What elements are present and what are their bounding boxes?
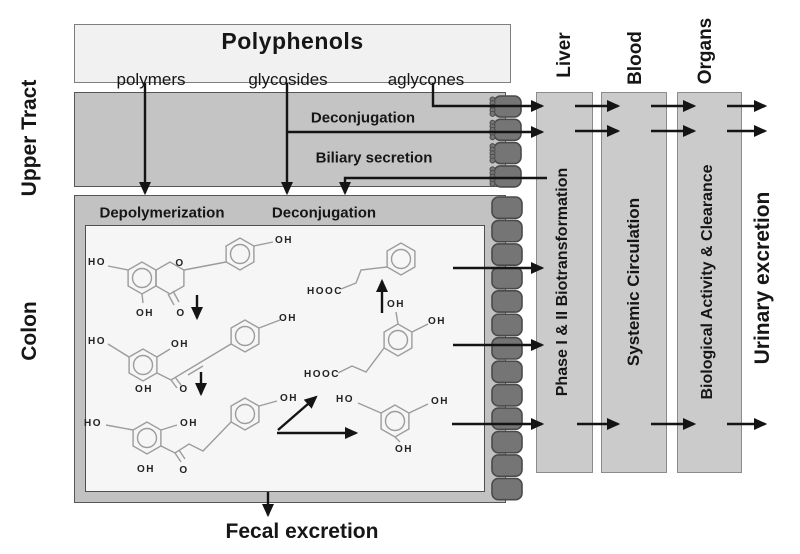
polyphenols-title: Polyphenols — [221, 28, 364, 54]
organs-function-label: Biological Activity & Clearance — [699, 164, 716, 400]
aglycones-label: aglycones — [387, 70, 465, 89]
organs-column — [677, 92, 742, 473]
upper-deconjugation-label: Deconjugation — [310, 109, 416, 127]
liver-column — [536, 92, 593, 473]
fecal-excretion-label: Fecal excretion — [225, 520, 379, 543]
polymers-label: polymers — [116, 70, 186, 89]
upper-tract-compartment — [74, 92, 506, 187]
organs-header-label: Organs — [695, 17, 716, 85]
colon-region-label: Colon — [18, 301, 41, 361]
blood-function-label: Systemic Circulation — [624, 197, 643, 367]
urinary-excretion-label: Urinary excretion — [751, 191, 774, 365]
glycosides-label: glycosides — [248, 70, 328, 89]
polyphenols-source-box: Polyphenols polymers glycosides aglycone… — [74, 24, 511, 89]
liver-header-label: Liver — [554, 32, 575, 78]
depolymerization-label: Depolymerization — [99, 204, 225, 222]
colon-microbial-metabolism-box — [85, 225, 485, 492]
upper-tract-region-label: Upper Tract — [18, 79, 41, 197]
colon-deconjugation-label: Deconjugation — [271, 204, 377, 222]
blood-header-label: Blood — [625, 31, 646, 85]
biliary-secretion-label: Biliary secretion — [315, 149, 433, 167]
blood-column — [601, 92, 667, 473]
liver-function-label: Phase I & II Biotransformation — [554, 167, 571, 397]
